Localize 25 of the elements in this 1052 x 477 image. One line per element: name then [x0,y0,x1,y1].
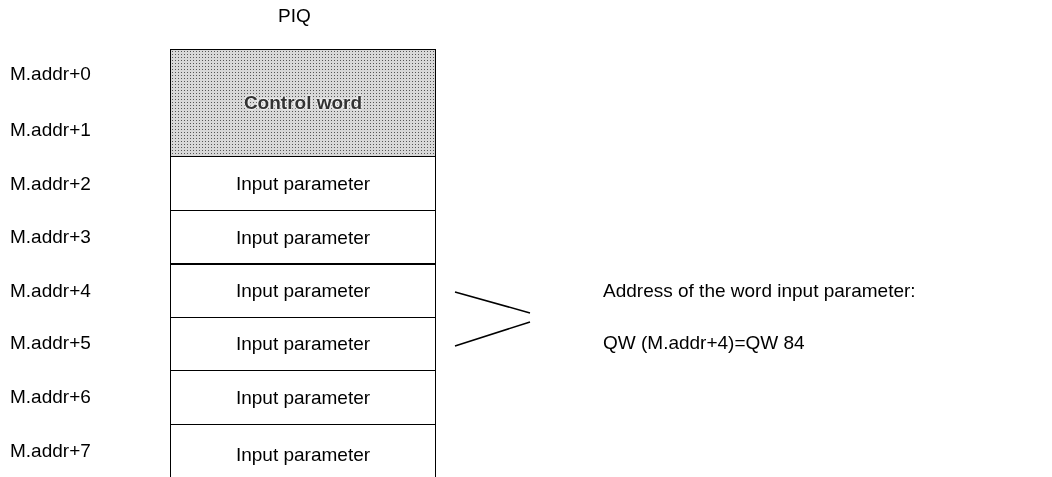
memory-cell [170,370,436,425]
address-label: M.addr+2 [10,173,91,195]
address-label: M.addr+0 [10,63,91,85]
cell-text: Input parameter [234,226,372,249]
memory-cell [170,424,436,477]
address-label: M.addr+4 [10,280,91,302]
cell-text: Input parameter [234,333,372,355]
memory-cell [170,263,436,318]
cell-text: Input parameter [234,172,372,195]
memory-cell [170,210,436,265]
cell-text: Control word [242,92,364,114]
note-text: Address of the word input parameter: [603,280,916,302]
cell-text: Input parameter [234,443,372,466]
column-heading: PIQ [278,5,311,27]
address-label: M.addr+6 [10,386,91,408]
memory-cell [170,156,436,211]
cell-text: Input parameter [234,279,372,302]
address-label: M.addr+7 [10,440,91,462]
note-text: QW (M.addr+4)=QW 84 [603,332,805,354]
address-label: M.addr+1 [10,119,91,141]
memory-cell [170,317,436,371]
cell-text: Input parameter [234,386,372,409]
address-label: M.addr+3 [10,226,91,248]
shaded-memory-cell [170,49,436,157]
address-label: M.addr+5 [10,332,91,354]
